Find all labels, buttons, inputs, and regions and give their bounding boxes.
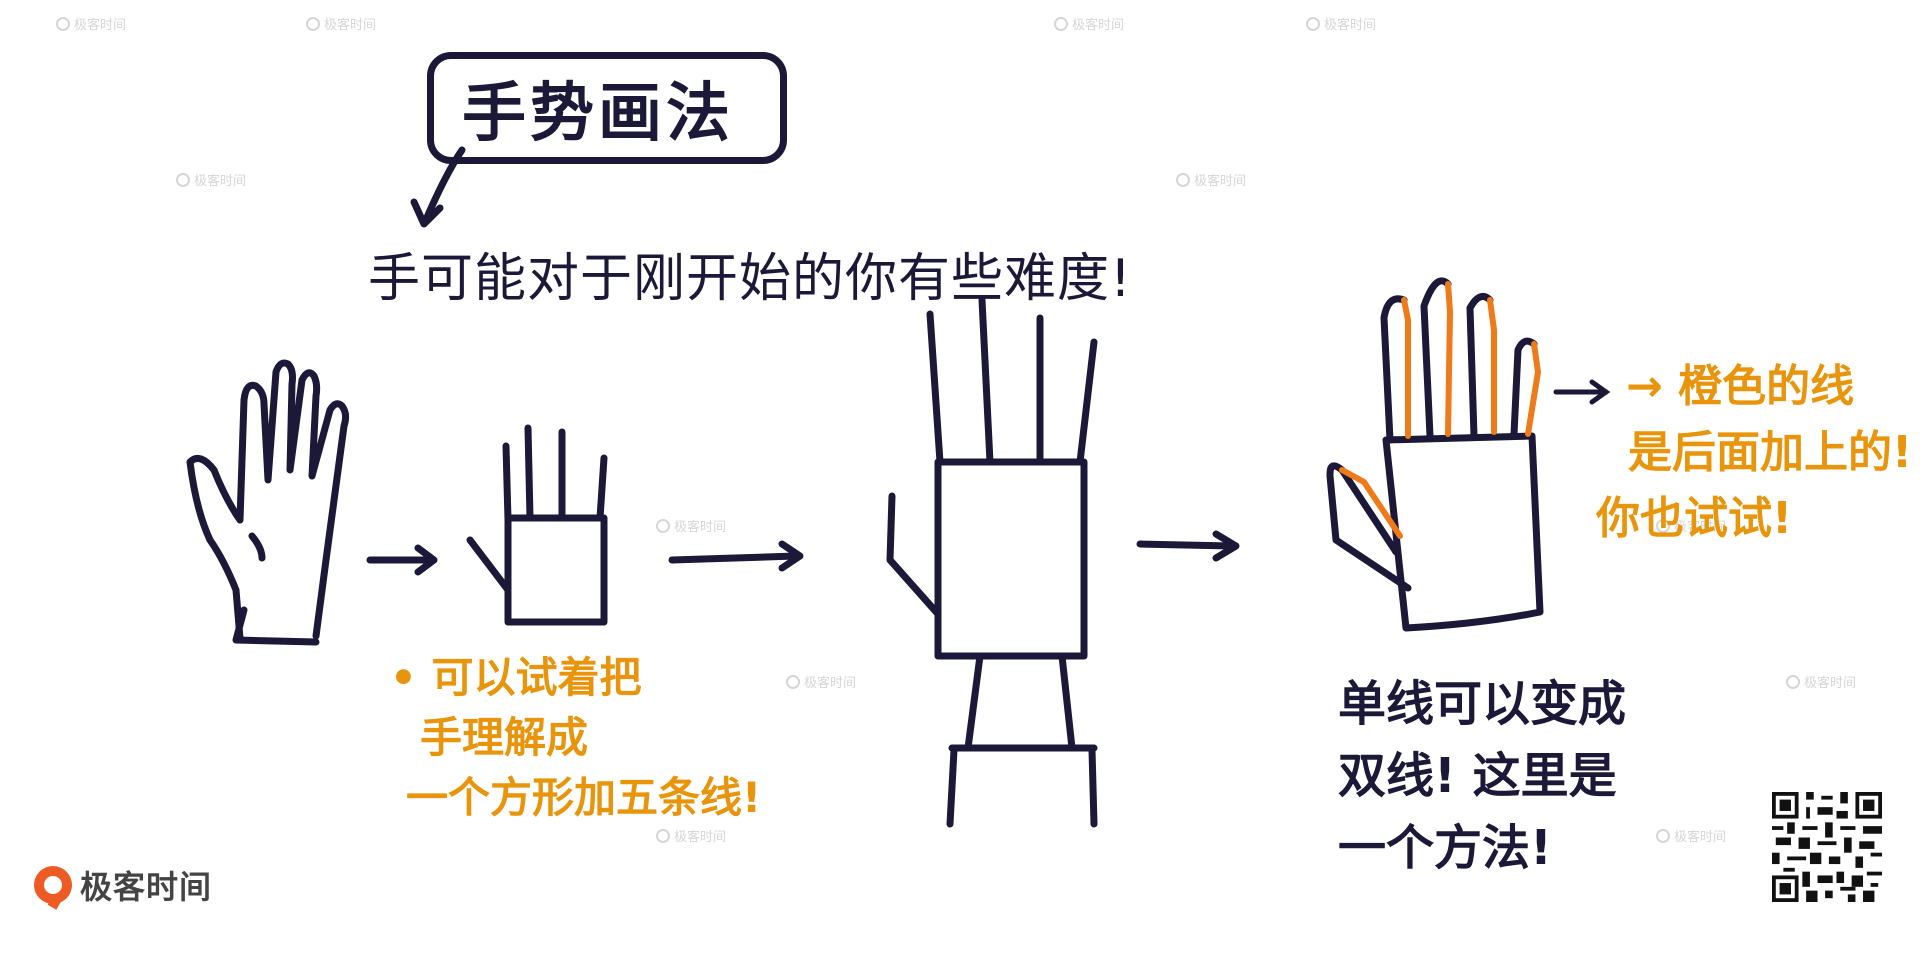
title: 手势画法 (462, 77, 734, 151)
qr-code-icon (1772, 792, 1882, 902)
hand-3-wrist-line (1058, 652, 1076, 752)
hand-3-palm-square (934, 458, 1088, 660)
note-bottom-line: 双线! 这里是 (1338, 748, 1617, 804)
note-left-line: 一个方形加五条线! (406, 773, 762, 822)
watermark: 极客时间 (306, 14, 376, 33)
title-pointer-arrowhead (410, 198, 444, 228)
watermark: 极客时间 (56, 14, 126, 33)
arrow-2-head (778, 540, 804, 572)
watermark: 极客时间 (1656, 826, 1726, 845)
hand-2-finger (596, 454, 608, 522)
watermark: 极客时间 (786, 672, 856, 691)
title-box (427, 52, 787, 164)
hand-2-finger (502, 442, 512, 524)
note-left-line: • 可以试着把 (390, 653, 642, 702)
title-pointer-arrow (421, 146, 466, 226)
brand-logo: 极客时间 (34, 862, 213, 910)
note-bottom: 单线可以变成 双线! 这里是 一个方法! (1338, 668, 1626, 884)
hand-outline-wrist (232, 606, 320, 646)
watermark: 极客时间 (656, 826, 726, 845)
hand-4-orange-line (1487, 297, 1497, 435)
hand-4-palm-square (1382, 432, 1544, 632)
hand-3-sleeve-line (1088, 746, 1098, 828)
hand-4-finger-outer (1420, 277, 1452, 440)
hand-outline-sketch (186, 359, 350, 642)
hand-3-finger (978, 296, 994, 466)
hand-2-thumb (466, 536, 512, 594)
hand-4-thumb-inner (1326, 472, 1412, 592)
note-right-line: 是后面加上的! (1628, 427, 1913, 478)
hand-4-finger-outer (1466, 292, 1494, 440)
watermark: 极客时间 (1786, 672, 1856, 691)
note-right-line: → 橙色的线 (1626, 361, 1855, 412)
hand-4-orange-line (1339, 467, 1403, 539)
subtitle: 手可能对于刚开始的你有些难度! (368, 249, 1132, 309)
hand-3-finger (1076, 338, 1098, 466)
hand-3-finger (926, 310, 944, 466)
hand-4-finger-outer (1380, 295, 1408, 444)
hand-3-sleeve-line (946, 746, 958, 828)
note-left: • 可以试着把 手理解成 一个方形加五条线! (390, 648, 761, 828)
note-right: → 橙色的线 是后面加上的! 你也试试! (1596, 354, 1912, 552)
hand-2-palm-square (504, 514, 608, 626)
watermark: 极客时间 (1656, 516, 1726, 535)
note-bottom-line: 单线可以变成 (1338, 676, 1627, 732)
note-right-line: 你也试试! (1596, 493, 1793, 544)
watermark: 极客时间 (656, 516, 726, 535)
hand-3-wrist-line (964, 652, 984, 752)
watermark: 极客时间 (1054, 14, 1124, 33)
arrow-1-head (414, 544, 438, 576)
arrow-2-shaft (668, 552, 800, 564)
orange-note-pointer-arrowhead (1589, 379, 1611, 405)
arrow-3-head (1212, 530, 1240, 562)
watermark: 极客时间 (176, 170, 246, 189)
note-left-line: 手理解成 (420, 713, 589, 762)
hand-4-orange-line (1445, 281, 1453, 437)
note-bottom-line: 一个方法! (1338, 820, 1552, 876)
watermark: 极客时间 (1176, 170, 1246, 189)
hand-outline-palm-crease (248, 532, 266, 562)
geektime-logo-icon (34, 866, 72, 910)
hand-4-orange-line (1401, 297, 1411, 439)
watermark: 极客时间 (1306, 14, 1376, 33)
logo-text: 极客时间 (80, 868, 213, 906)
arrow-3-shaft (1136, 540, 1236, 550)
hand-2-finger (524, 424, 534, 522)
hand-3-thumb (886, 492, 942, 618)
hand-4-orange-line (1525, 341, 1541, 437)
